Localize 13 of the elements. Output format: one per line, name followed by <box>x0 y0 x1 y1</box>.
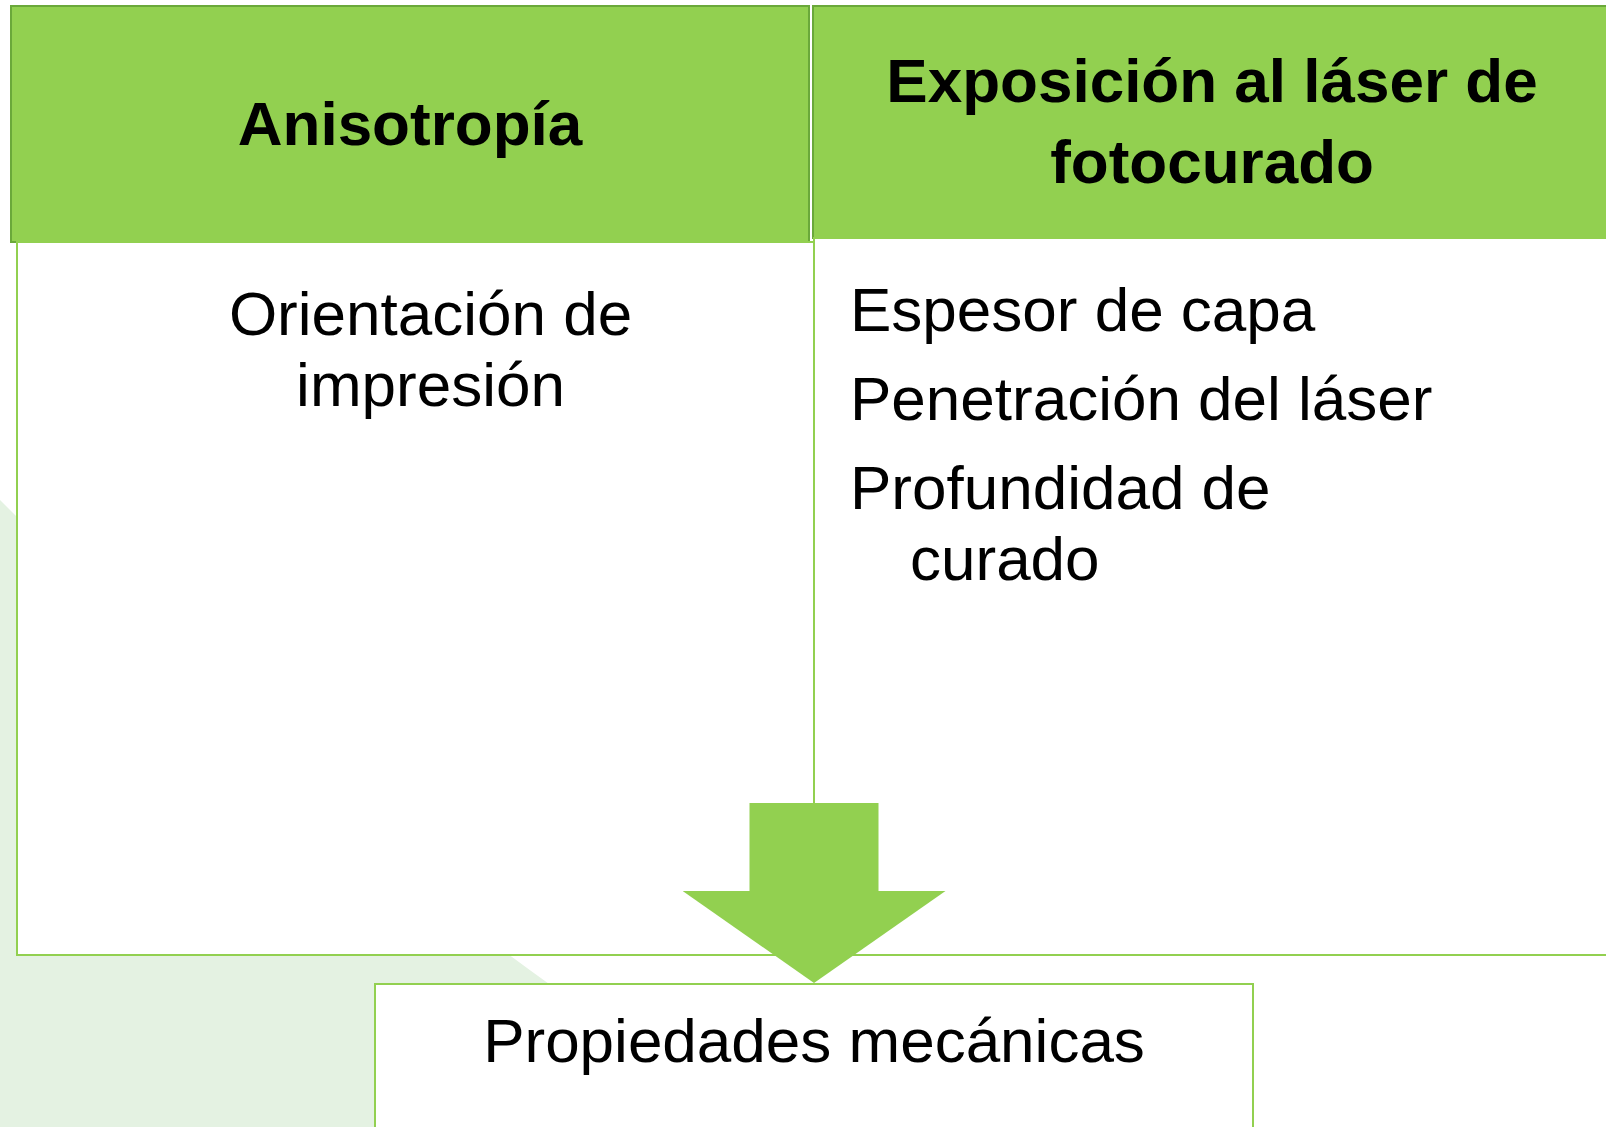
result-box <box>374 983 1254 1127</box>
block-arrow <box>682 803 946 983</box>
column-body <box>16 241 815 956</box>
body-text: Propiedades mecánicas <box>482 1005 1146 1076</box>
body-text: Penetración del láser <box>850 363 1434 434</box>
body-text: Profundidad de curado <box>850 452 1272 594</box>
header-text: Anisotropía <box>236 87 584 160</box>
body-text: Orientación de impresión <box>227 278 634 420</box>
column-header <box>10 5 810 243</box>
column-header <box>812 5 1606 239</box>
body-text: Espesor de capa <box>850 274 1317 345</box>
header-text: Exposición al láser de fotocurado <box>885 45 1539 198</box>
column-body <box>813 237 1606 956</box>
